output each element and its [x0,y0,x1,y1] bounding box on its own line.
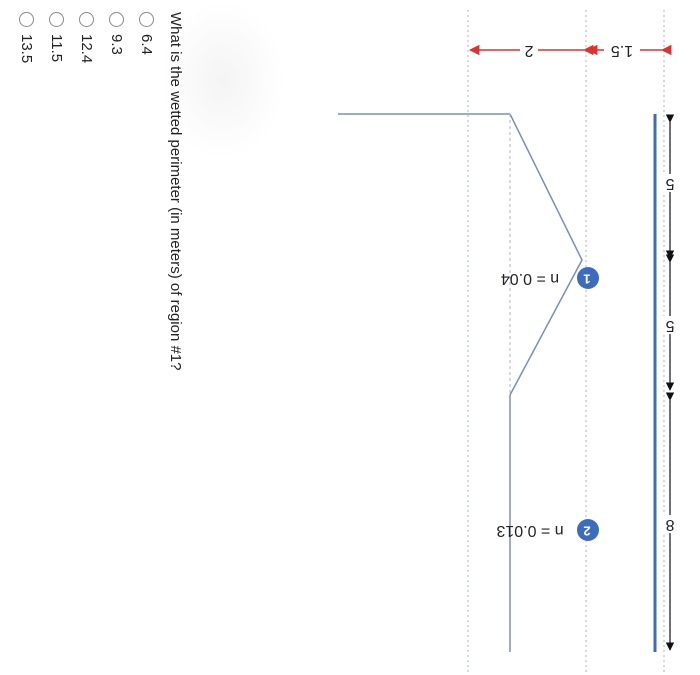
option-12-4[interactable]: 12.4 [72,12,102,63]
dim-label-depth-3: 8 [665,516,674,533]
radio-circle-icon[interactable] [19,12,35,27]
answer-options: 6.4 9.3 12.4 11.5 13.5 [12,12,162,63]
region-1-number: 1 [583,272,590,287]
option-label: 9.3 [108,34,126,55]
radio-circle-icon[interactable] [139,12,155,27]
region-1-manning: n = 0.04 [501,270,559,287]
channel-diagram: 1.5 2 5 5 8 1 2 n = 0.04 n = 0.013 [338,10,690,675]
region-2-badge [577,519,599,541]
option-13-5[interactable]: 13.5 [12,12,42,63]
option-label: 13.5 [18,34,36,64]
option-label: 12.4 [78,34,96,64]
radio-circle-icon[interactable] [79,12,95,27]
region-2-manning: n = 0.013 [496,522,563,539]
option-label: 6.4 [138,34,156,55]
dim-label-left-offset: 1.5 [611,42,633,59]
question-text: What is the wetted perimeter (in meters)… [167,12,184,371]
dim-label-depth-1: 5 [665,175,674,192]
option-label: 11.5 [48,34,66,63]
region-2-number: 2 [583,524,590,539]
radio-circle-icon[interactable] [109,12,125,27]
radio-circle-icon[interactable] [49,12,65,27]
option-6-4[interactable]: 6.4 [132,12,162,63]
region-1-badge [577,267,599,289]
dim-label-top-width: 2 [524,42,533,59]
option-9-3[interactable]: 9.3 [102,12,132,63]
channel-left-bank [509,113,583,396]
option-11-5[interactable]: 11.5 [42,12,72,63]
dim-label-depth-2: 5 [665,317,674,334]
